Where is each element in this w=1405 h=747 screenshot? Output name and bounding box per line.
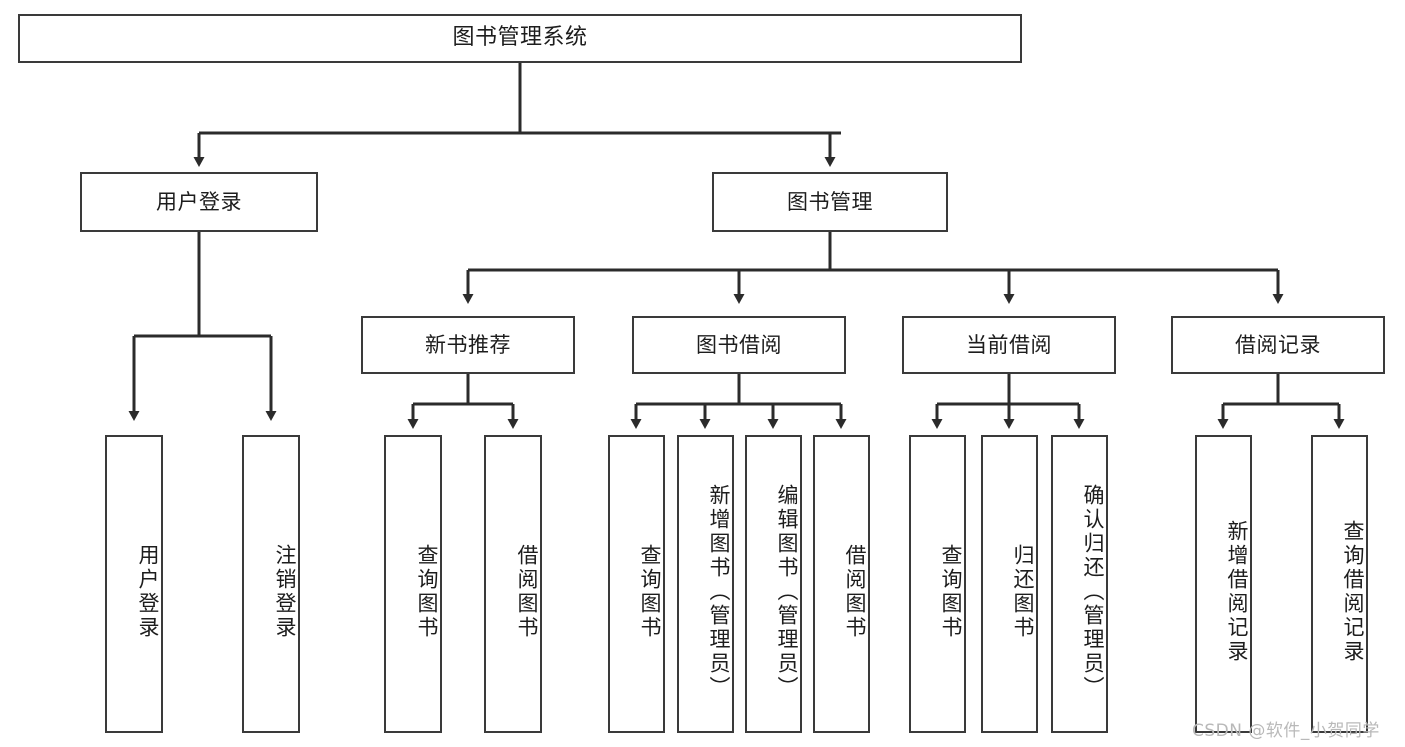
- node-current-borrow-label: 当前借阅: [966, 332, 1052, 357]
- node-new-book-recommend-label: 新书推荐: [425, 332, 511, 357]
- node-book-management: 图书管理: [712, 172, 948, 232]
- leaf-current-borrow-1: 归还图书: [981, 435, 1038, 733]
- leaf-user-login-1: 注销登录: [242, 435, 300, 733]
- node-book-borrow: 图书借阅: [632, 316, 846, 374]
- node-root: 图书管理系统: [18, 14, 1022, 63]
- leaf-current-borrow-2: 确认归还（管理员）: [1051, 435, 1108, 733]
- leaf-borrow-record-1: 查询借阅记录: [1311, 435, 1368, 733]
- leaf-label: 借阅图书: [843, 544, 867, 640]
- leaf-book-borrow-3: 借阅图书: [813, 435, 870, 733]
- leaf-label: 查询借阅记录: [1341, 520, 1365, 664]
- leaf-user-login-0: 用户登录: [105, 435, 163, 733]
- leaf-label: 新增借阅记录: [1225, 520, 1249, 664]
- leaf-label: 查询图书: [939, 544, 963, 640]
- leaf-new-book-recommend-0: 查询图书: [384, 435, 442, 733]
- leaf-borrow-record-0: 新增借阅记录: [1195, 435, 1252, 733]
- node-book-management-label: 图书管理: [787, 189, 873, 214]
- leaf-label: 查询图书: [638, 544, 662, 640]
- node-borrow-record-label: 借阅记录: [1235, 332, 1321, 357]
- leaf-label: 新增图书（管理员）: [707, 484, 731, 700]
- node-root-label: 图书管理系统: [452, 25, 588, 51]
- leaf-label: 注销登录: [273, 544, 297, 640]
- leaf-book-borrow-2: 编辑图书（管理员）: [745, 435, 802, 733]
- node-user-login-label: 用户登录: [156, 189, 242, 214]
- leaf-label: 用户登录: [136, 544, 160, 640]
- leaf-label: 确认归还（管理员）: [1081, 484, 1105, 700]
- leaf-label: 归还图书: [1011, 544, 1035, 640]
- leaf-book-borrow-1: 新增图书（管理员）: [677, 435, 734, 733]
- node-current-borrow: 当前借阅: [902, 316, 1116, 374]
- node-book-borrow-label: 图书借阅: [696, 332, 782, 357]
- node-new-book-recommend: 新书推荐: [361, 316, 575, 374]
- watermark: CSDN @软件_小贺同学: [1192, 721, 1380, 741]
- leaf-label: 借阅图书: [515, 544, 539, 640]
- leaf-book-borrow-0: 查询图书: [608, 435, 665, 733]
- leaf-current-borrow-0: 查询图书: [909, 435, 966, 733]
- node-user-login: 用户登录: [80, 172, 318, 232]
- leaf-new-book-recommend-1: 借阅图书: [484, 435, 542, 733]
- node-borrow-record: 借阅记录: [1171, 316, 1385, 374]
- leaf-label: 查询图书: [415, 544, 439, 640]
- leaf-label: 编辑图书（管理员）: [775, 484, 799, 700]
